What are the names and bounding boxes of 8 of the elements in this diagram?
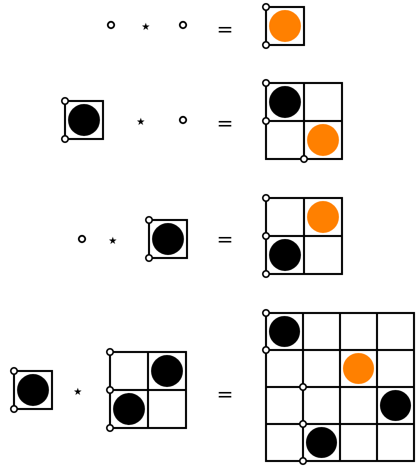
operator-symbol: ⋆	[140, 16, 152, 36]
equals-sign: =	[216, 384, 234, 404]
operator-symbol: ⋆	[106, 230, 120, 250]
equals-sign: =	[216, 229, 234, 249]
equals-sign: =	[216, 19, 234, 39]
operator-symbol: ⋆	[72, 381, 84, 401]
operator-symbol: ⋆	[134, 111, 148, 131]
equals-sign: =	[216, 113, 234, 133]
